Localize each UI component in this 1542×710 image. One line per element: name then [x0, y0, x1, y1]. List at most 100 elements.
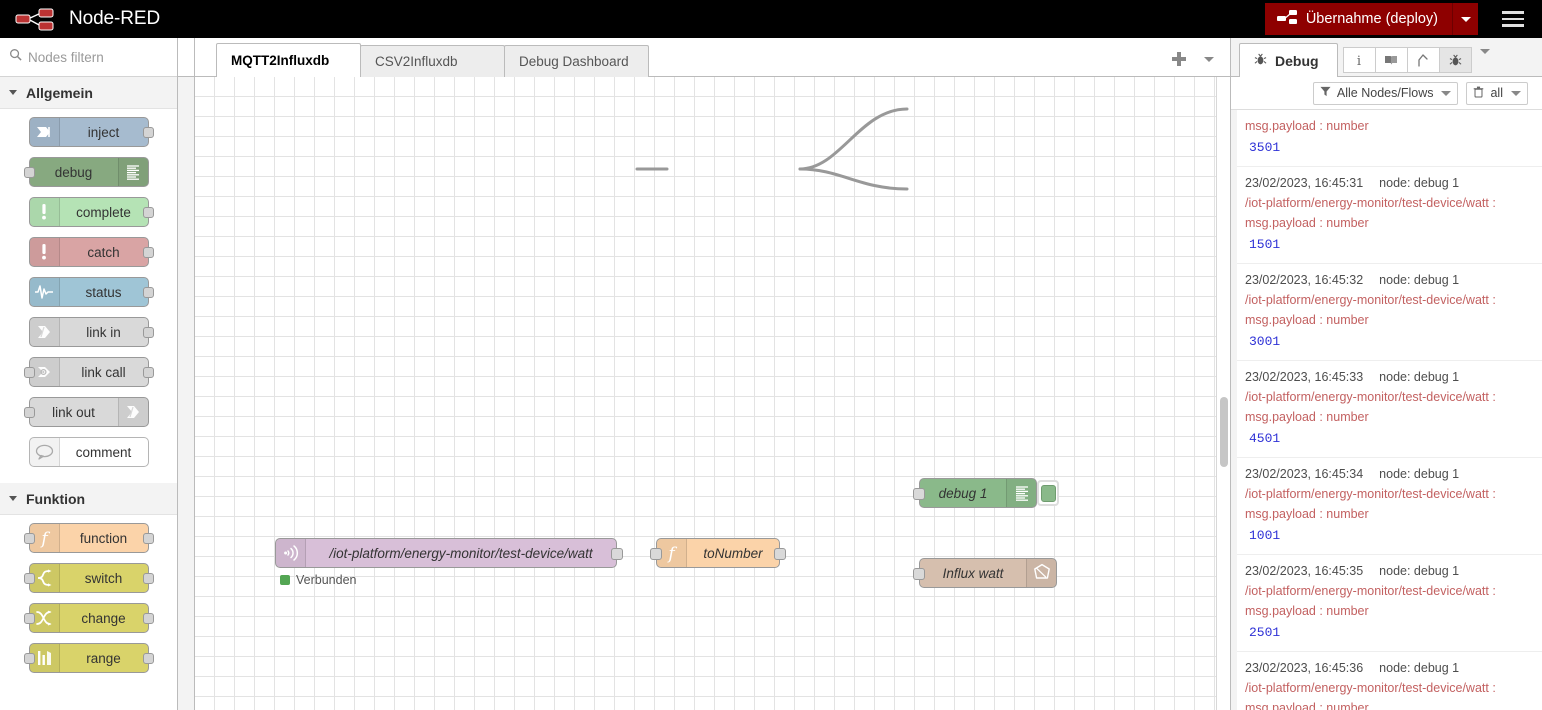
- palette-category-allgemein[interactable]: Allgemein: [0, 77, 177, 109]
- deploy-dropdown-button[interactable]: [1452, 3, 1478, 35]
- node-input-port[interactable]: [23, 613, 35, 624]
- flow-tab-mqtt2influxdb[interactable]: MQTT2Influxdb: [216, 43, 361, 77]
- exclamation-icon: [29, 238, 60, 266]
- palette-node-catch[interactable]: catch: [28, 237, 154, 267]
- sidebar-more-button[interactable]: [1479, 49, 1490, 76]
- flow-tab-label: MQTT2Influxdb: [231, 53, 330, 68]
- flow-canvas-wrap: /iot-platform/energy-monitor/test-device…: [195, 77, 1230, 710]
- debug-clear-dropdown[interactable]: all: [1466, 81, 1528, 105]
- node-input-port[interactable]: [913, 568, 925, 580]
- debug-node-toggle-button[interactable]: [1037, 480, 1059, 506]
- node-output-port[interactable]: [142, 533, 154, 544]
- flow-node-debug-1[interactable]: debug 1: [913, 478, 1059, 508]
- canvas-scrollbar-thumb[interactable]: [1220, 397, 1228, 467]
- palette-node-switch[interactable]: switch: [23, 563, 154, 593]
- node-input-port[interactable]: [23, 367, 35, 378]
- context-icon[interactable]: [1406, 47, 1440, 73]
- node-input-port[interactable]: [23, 167, 35, 178]
- canvas-scrollbar[interactable]: [1216, 77, 1230, 710]
- node-output-port[interactable]: [142, 327, 154, 338]
- palette-items-allgemein: inject debug complete catch status link in lin…: [0, 109, 177, 483]
- debug-message-node: node: debug 1: [1379, 273, 1460, 287]
- node-input-port[interactable]: [23, 533, 35, 544]
- palette-node-comment[interactable]: comment: [28, 437, 149, 467]
- palette-node-link-call[interactable]: link call: [23, 357, 154, 387]
- node-output-port[interactable]: [142, 653, 154, 664]
- node-input-port[interactable]: [913, 488, 925, 500]
- palette-node-label: inject: [87, 124, 120, 140]
- sidebar-tab-bar: Debug i: [1231, 38, 1542, 77]
- bug-icon[interactable]: [1438, 47, 1472, 73]
- search-input[interactable]: [28, 49, 158, 65]
- flow-list-button[interactable]: [1196, 46, 1222, 72]
- debug-message-timestamp: 23/02/2023, 16:45:34: [1245, 467, 1364, 481]
- palette-node-status[interactable]: status: [28, 277, 154, 307]
- node-output-port[interactable]: [611, 548, 623, 560]
- flow-tab-csv2influxdb[interactable]: CSV2Influxdb: [360, 45, 505, 77]
- node-input-port[interactable]: [23, 653, 35, 664]
- flow-node-influx-watt[interactable]: Influx watt: [913, 558, 1057, 588]
- flow-tab-debug-dashboard[interactable]: Debug Dashboard: [504, 45, 649, 77]
- node-input-port[interactable]: [23, 407, 35, 418]
- flow-canvas[interactable]: /iot-platform/energy-monitor/test-device…: [195, 77, 1230, 710]
- palette-node-link-out[interactable]: link out: [23, 397, 149, 427]
- help-book-icon[interactable]: [1374, 47, 1408, 73]
- add-flow-button[interactable]: [1166, 46, 1192, 72]
- debug-filter-dropdown[interactable]: Alle Nodes/Flows: [1312, 81, 1459, 105]
- palette-node-debug[interactable]: debug: [23, 157, 149, 187]
- palette-node-range[interactable]: range: [23, 643, 154, 673]
- node-output-port[interactable]: [774, 548, 786, 560]
- palette-node-inject[interactable]: inject: [28, 117, 154, 147]
- flow-node-mqtt-in[interactable]: /iot-platform/energy-monitor/test-device…: [275, 538, 623, 587]
- palette-divider[interactable]: [178, 38, 195, 710]
- tab-debug[interactable]: Debug: [1239, 43, 1338, 77]
- palette-search[interactable]: [0, 38, 177, 77]
- node-input-port[interactable]: [650, 548, 662, 560]
- node-input-port[interactable]: [23, 573, 35, 584]
- change-icon: [29, 604, 60, 632]
- flow-node-label: /iot-platform/energy-monitor/test-device…: [329, 545, 593, 561]
- palette-node-label: function: [79, 530, 128, 546]
- node-output-port[interactable]: [142, 613, 154, 624]
- debug-message-property: msg.payload : number: [1245, 119, 1369, 133]
- node-output-port[interactable]: [142, 367, 154, 378]
- debug-message-property: msg.payload : number: [1245, 701, 1369, 710]
- node-output-port[interactable]: [142, 287, 154, 298]
- app-title: Node-RED: [69, 8, 161, 29]
- chevron-down-icon: [1511, 90, 1521, 96]
- palette-node-label: link in: [86, 324, 121, 340]
- palette-node-label: debug: [54, 164, 93, 180]
- link-icon: [29, 318, 60, 346]
- node-output-port[interactable]: [142, 207, 154, 218]
- palette-node-label: change: [81, 610, 126, 626]
- palette-category-funktion[interactable]: Funktion: [0, 483, 177, 515]
- hamburger-menu-icon[interactable]: [1494, 0, 1532, 38]
- chevron-down-icon: [1441, 90, 1452, 96]
- tab-actions: [1166, 46, 1230, 76]
- node-output-port[interactable]: [142, 127, 154, 138]
- deploy-button[interactable]: Übernahme (deploy): [1264, 3, 1452, 35]
- info-icon[interactable]: i: [1342, 47, 1376, 73]
- palette-node-link-in[interactable]: link in: [28, 317, 154, 347]
- node-output-port[interactable]: [142, 573, 154, 584]
- palette-node-change[interactable]: change: [23, 603, 154, 633]
- influxdb-icon: [1026, 559, 1056, 587]
- palette-node-complete[interactable]: complete: [28, 197, 154, 227]
- debug-message-timestamp: 23/02/2023, 16:45:31: [1245, 176, 1364, 190]
- range-icon: [29, 644, 60, 672]
- node-output-port[interactable]: [142, 247, 154, 258]
